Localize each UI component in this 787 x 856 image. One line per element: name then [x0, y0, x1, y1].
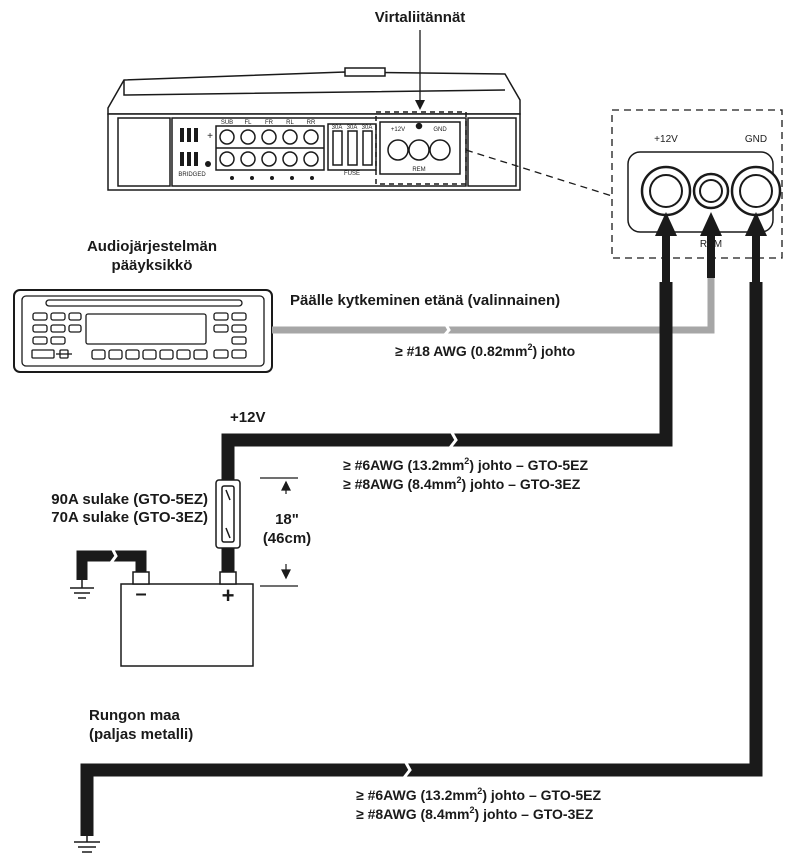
chassis-ground-label-2: (paljas metalli)	[89, 726, 193, 743]
amp-output-terminal	[282, 151, 298, 167]
amp-channel-label: FL	[244, 120, 252, 126]
amp-bridged-label: BRIDGED	[178, 172, 206, 178]
head-unit	[13, 289, 273, 373]
chassis-ground-icon	[74, 834, 100, 853]
amp-output-terminal	[219, 151, 235, 167]
head-unit-title-2: pääyksikkö	[112, 257, 193, 274]
amp-terminal-gnd: GND	[433, 127, 447, 133]
remote-wire	[272, 276, 715, 334]
head-unit-title-1: Audiojärjestelmän	[87, 238, 217, 255]
distance-dimension	[260, 477, 298, 587]
arrow-rem-icon	[700, 212, 722, 236]
chassis-ground-label-1: Rungon maa	[89, 707, 180, 724]
battery	[120, 571, 254, 667]
amp-plus-sign: +	[207, 131, 213, 142]
battery-minus-sign: –	[135, 583, 146, 605]
detail-label-gnd: GND	[745, 134, 767, 145]
ground-wire-spec-1: ≥ #6AWG (13.2mm2) johto – GTO-5EZ	[356, 786, 602, 803]
fuse-label-2: 70A sulake (GTO-3EZ)	[51, 509, 208, 526]
amp-terminal-12v: +12V	[391, 127, 405, 133]
battery-ground-icon	[70, 578, 94, 599]
inline-fuse	[215, 479, 241, 549]
amp-fuse-rating: 30A	[347, 125, 358, 131]
remote-turn-on-label: Päälle kytkeminen etänä (valinnainen)	[290, 292, 560, 309]
amp-output-terminal	[303, 129, 319, 145]
amp-fuse-label: FUSE	[344, 171, 360, 177]
amp-output-terminal	[240, 129, 256, 145]
power-wire-spec-1: ≥ #6AWG (13.2mm2) johto – GTO-5EZ	[343, 456, 589, 473]
amp-output-terminal	[303, 151, 319, 167]
amplifier-labels: + SUB FL FR RL RR 30A 30A 30A FUSE BRIDG…	[178, 120, 447, 178]
plus12v-label: +12V	[230, 409, 265, 426]
arrow-12v-icon	[655, 212, 677, 236]
amp-output-terminal	[282, 129, 298, 145]
power-connections-arrow	[415, 30, 425, 110]
power-connections-title: Virtaliitännät	[375, 9, 466, 26]
remote-wire-spec: ≥ #18 AWG (0.82mm2) johto	[395, 342, 575, 359]
amp-fuse-rating: 30A	[332, 125, 343, 131]
ground-wire-break	[401, 760, 412, 780]
amp-channel-label: FR	[265, 120, 274, 126]
arrow-gnd-icon	[745, 212, 767, 236]
ground-wire-spec-2: ≥ #8AWG (8.4mm2) johto – GTO-3EZ	[356, 805, 594, 822]
amp-output-terminal	[261, 151, 277, 167]
amplifier	[107, 67, 521, 191]
battery-negative-wire	[76, 550, 147, 580]
terminal-arrows	[655, 212, 767, 284]
fuse-label-1: 90A sulake (GTO-5EZ)	[51, 491, 208, 508]
amp-channel-label: RL	[286, 120, 294, 126]
distance-cm: (46cm)	[263, 530, 311, 547]
remote-wire-break	[441, 322, 451, 338]
power-wire-break	[447, 430, 458, 450]
battery-plus-sign: +	[222, 583, 235, 608]
amp-output-terminal	[219, 129, 235, 145]
detail-leader-lines	[465, 149, 613, 197]
amp-channel-label: SUB	[221, 120, 233, 126]
amp-terminal-rem: REM	[412, 167, 425, 173]
detail-label-12v: +12V	[654, 134, 678, 145]
amp-fuse-rating: 30A	[362, 125, 373, 131]
distance-inches: 18"	[275, 511, 299, 528]
amp-channel-label: RR	[307, 120, 316, 126]
negative-wire-break	[108, 547, 118, 565]
power-wire-spec-2: ≥ #8AWG (8.4mm2) johto – GTO-3EZ	[343, 475, 581, 492]
amp-output-terminal	[261, 129, 277, 145]
amp-output-terminal	[240, 151, 256, 167]
ground-wire	[80, 282, 763, 836]
